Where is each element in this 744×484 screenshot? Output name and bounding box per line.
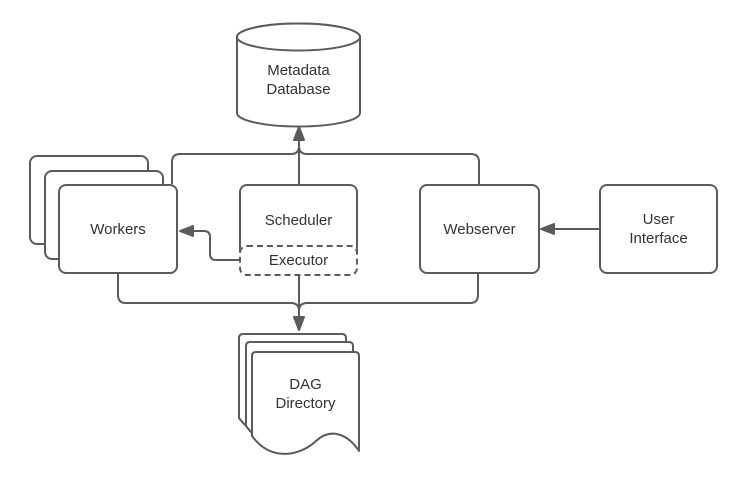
edge-executor-to-workers xyxy=(179,225,239,261)
edge-to-dag-directory xyxy=(117,274,479,331)
workers-node xyxy=(58,184,178,274)
metadata-database-shape xyxy=(236,22,361,128)
arrowhead-left-icon xyxy=(179,225,194,237)
edge-user-interface-to-webserver xyxy=(540,223,599,235)
edge-to-metadata-database xyxy=(171,126,480,184)
arrowhead-down-icon xyxy=(293,316,305,331)
arrowhead-left-icon xyxy=(540,223,555,235)
document-front-icon xyxy=(251,351,360,455)
dag-directory-shape xyxy=(238,333,360,455)
webserver-node xyxy=(419,184,540,274)
executor-node xyxy=(239,245,358,276)
arrowhead-up-icon xyxy=(293,126,305,141)
user-interface-node xyxy=(599,184,718,274)
